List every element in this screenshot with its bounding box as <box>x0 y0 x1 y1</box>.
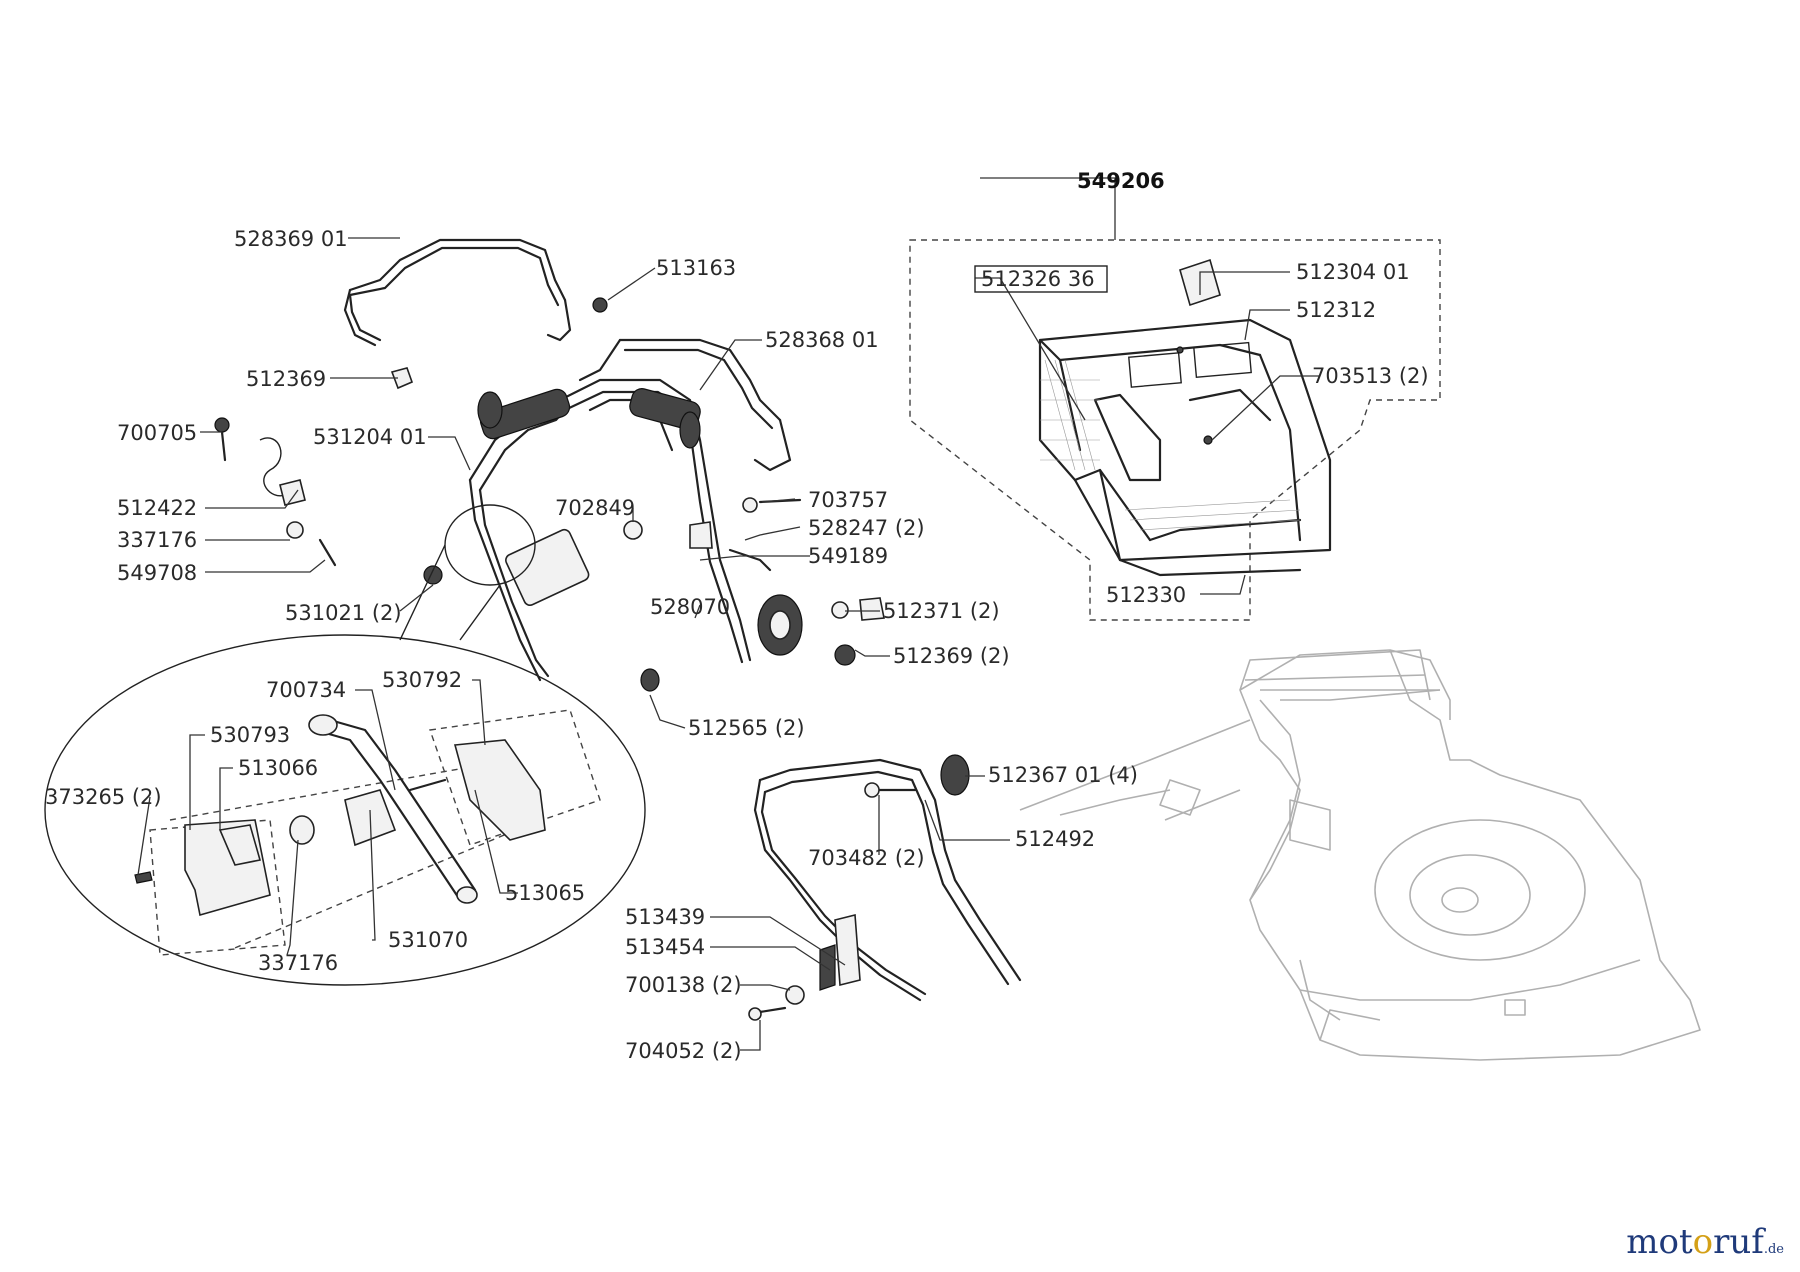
deck-flap-outline <box>1239 649 1440 701</box>
part-label: 531021 (2) <box>285 601 402 625</box>
part-label: 700705 <box>117 421 197 445</box>
part-label: 512369 (2) <box>893 644 1010 668</box>
lower-handle-512492 <box>753 758 1022 1002</box>
small-parts <box>214 297 970 1021</box>
part-label: 530792 <box>382 668 462 692</box>
part-label: 512312 <box>1296 298 1376 322</box>
part-label: 703482 (2) <box>808 846 925 870</box>
part-label: 528070 <box>650 595 730 619</box>
part-label: 512330 <box>1106 583 1186 607</box>
detail-callout <box>44 504 646 986</box>
part-label: 513454 <box>625 935 705 959</box>
part-label: 703513 (2) <box>1312 364 1429 388</box>
part-label: 528368 01 <box>765 328 879 352</box>
part-label: 512565 (2) <box>688 716 805 740</box>
part-label: 702849 <box>555 496 635 520</box>
part-label: 513439 <box>625 905 705 929</box>
handle-bar-528369-01 <box>343 238 572 347</box>
upper-handle-assembly <box>468 338 792 682</box>
leader-lines <box>137 177 1320 1051</box>
part-label: 530793 <box>210 723 290 747</box>
brand-logo: motoruf.de <box>1626 1222 1784 1262</box>
part-label: 512422 <box>117 496 197 520</box>
part-labels: 549206 528369 01 513163 512369 528368 01… <box>45 169 1429 1063</box>
part-label: 531204 01 <box>313 425 427 449</box>
grass-catcher-assembly <box>909 239 1441 621</box>
part-label: 704052 (2) <box>625 1039 742 1063</box>
part-label: 512304 01 <box>1296 260 1410 284</box>
part-label: 513163 <box>656 256 736 280</box>
part-label: 531070 <box>388 928 468 952</box>
part-label: 512367 01 (4) <box>988 763 1138 787</box>
part-label: 528369 01 <box>234 227 348 251</box>
mower-deck-outline <box>1019 649 1701 1061</box>
part-label: 703757 <box>808 488 888 512</box>
part-label: 549189 <box>808 544 888 568</box>
assembly-number-label: 549206 <box>1077 169 1165 193</box>
part-label: 513066 <box>238 756 318 780</box>
part-label: 512371 (2) <box>883 599 1000 623</box>
part-label: 373265 (2) <box>45 785 162 809</box>
part-label: 700138 (2) <box>625 973 742 997</box>
part-label: 512492 <box>1015 827 1095 851</box>
part-label: 700734 <box>266 678 346 702</box>
part-label: 337176 <box>258 951 338 975</box>
part-label: 528247 (2) <box>808 516 925 540</box>
part-label: 337176 <box>117 528 197 552</box>
part-label: 512326 36 <box>981 267 1095 291</box>
part-label: 549708 <box>117 561 197 585</box>
part-label: 512369 <box>246 367 326 391</box>
part-label: 513065 <box>505 881 585 905</box>
